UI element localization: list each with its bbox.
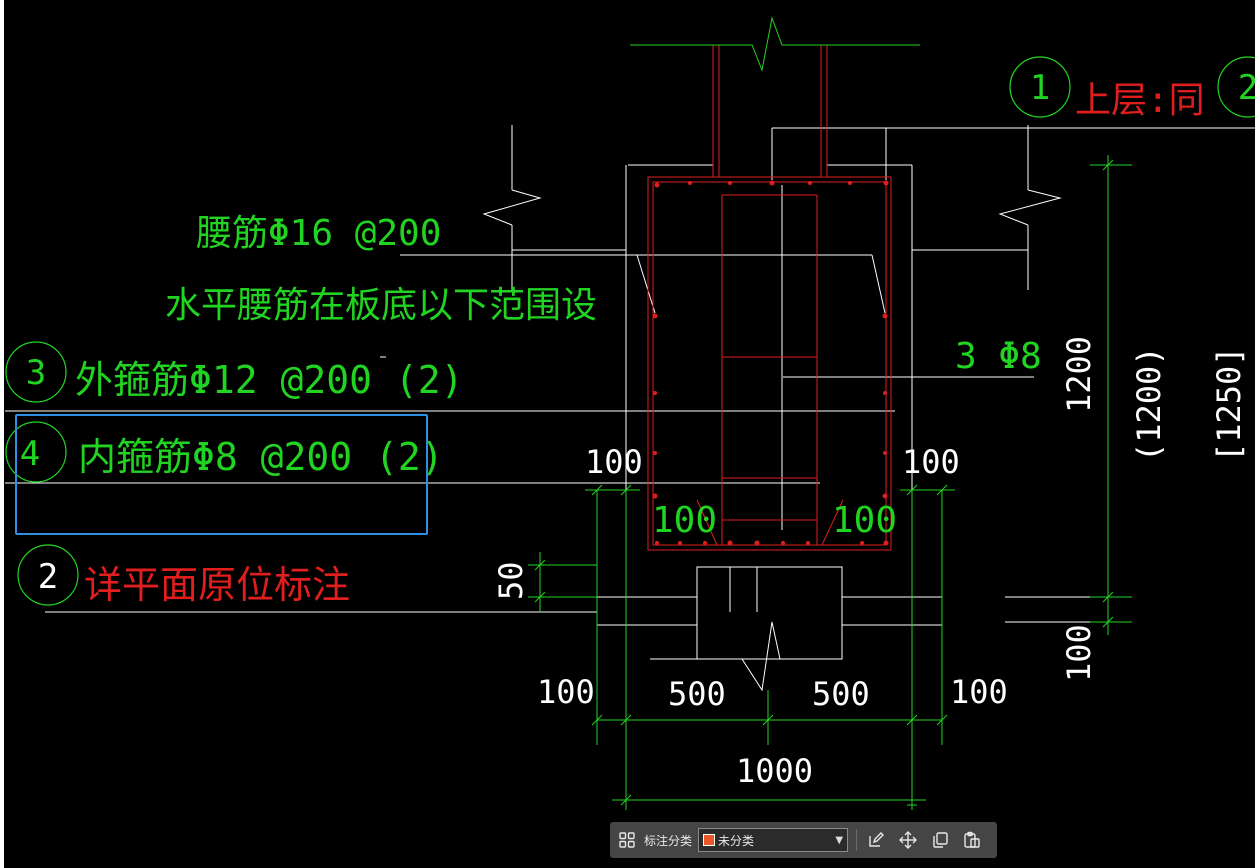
dimension-lines — [528, 16, 1132, 810]
waist-bar-text: 腰筋Φ16 @200 — [196, 213, 441, 254]
dim-1250-bracket: [1250] — [1210, 346, 1248, 462]
dim-100-right-side: 100 — [1060, 624, 1098, 682]
three-phi8-text: 3 Φ8 — [955, 336, 1042, 377]
dim-1000: 1000 — [736, 752, 813, 790]
callout-circle-2 — [17, 544, 79, 606]
category-label: 标注分类 — [644, 833, 693, 848]
callout-circle-4 — [5, 421, 67, 483]
outer-stirrup-text: 外箍筋Φ12 @200 (2) — [75, 358, 464, 402]
category-select-value: 未分类 — [718, 833, 755, 848]
circle-2-text: 2 — [38, 557, 58, 597]
dim-1200: 1200 — [1060, 336, 1098, 413]
horizontal-note-text: 水平腰筋在板底以下范围设 — [165, 285, 597, 326]
dim-100-inner-right: 100 — [832, 500, 897, 541]
edit-icon[interactable] — [865, 829, 887, 851]
upper-layer-text: 上层:同 — [1075, 80, 1205, 121]
dimension-text: 100 100 100 100 50 100 500 500 100 1000 … — [492, 336, 1248, 790]
dim-100-left-top: 100 — [585, 443, 643, 481]
callout-circle-3 — [5, 341, 67, 403]
callout-circle-1 — [1009, 56, 1071, 118]
dim-500-right: 500 — [812, 675, 870, 713]
category-select[interactable]: 未分类 ▼ — [698, 828, 849, 852]
left-edge — [0, 0, 4, 868]
dim-100-right-top: 100 — [902, 443, 960, 481]
annotation-text: 1 2 上层:同 腰筋Φ16 @200 水平腰筋在板底以下范围设 3 外箍筋Φ1… — [20, 68, 1255, 607]
circle-1-text: 1 — [1030, 68, 1050, 108]
circle-4-text: 4 — [20, 434, 40, 474]
inner-stirrup-text: 内箍筋Φ8 @200 (2) — [78, 435, 444, 479]
circle-3-text: 3 — [26, 353, 46, 393]
callout-circle-2-top — [1217, 56, 1255, 118]
dim-500-left: 500 — [668, 675, 726, 713]
dim-100-inner-left: 100 — [652, 500, 717, 541]
callout-circles — [5, 56, 1255, 606]
selection-box[interactable] — [15, 414, 428, 535]
rebar-dots — [652, 180, 889, 546]
toolbar-divider — [856, 829, 858, 851]
dim-100-bottom-left: 100 — [537, 673, 595, 711]
category-color-swatch — [703, 834, 716, 846]
move-icon[interactable] — [897, 829, 919, 851]
copy-icon[interactable] — [929, 829, 951, 851]
rebar-lines — [647, 45, 892, 551]
grid-icon[interactable] — [616, 829, 638, 851]
dim-1200-paren: (1200) — [1130, 346, 1168, 462]
dim-100-bottom-right: 100 — [950, 673, 1008, 711]
circle-2-top-text: 2 — [1238, 68, 1255, 108]
dim-50: 50 — [492, 561, 530, 600]
annotation-toolbar: 标注分类 未分类 ▼ — [610, 822, 997, 858]
detail-note-text: 详平面原位标注 — [84, 563, 350, 607]
chevron-down-icon: ▼ — [835, 834, 844, 846]
paste-icon[interactable] — [961, 829, 983, 851]
